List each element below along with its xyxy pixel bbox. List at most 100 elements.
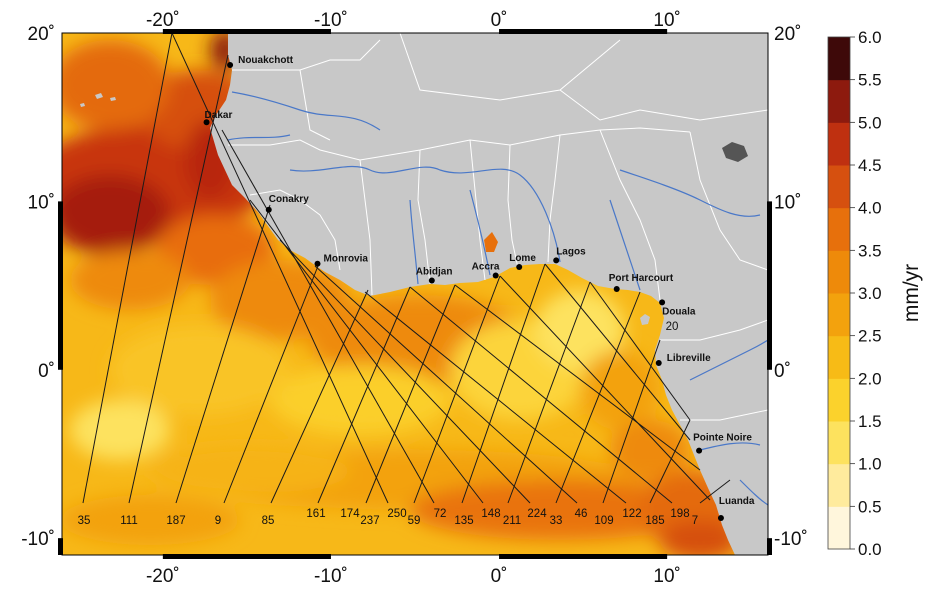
ascending-track	[365, 284, 456, 504]
descending-track	[279, 239, 531, 504]
africa-landmass	[210, 33, 768, 555]
colorbar-tick-label: 6.0	[858, 28, 882, 47]
descending-track	[499, 275, 711, 501]
lake-volta	[484, 232, 498, 252]
ocean-trend-pattern	[62, 33, 740, 555]
city-label: Lagos	[556, 246, 586, 257]
colorbar-tick-label: 3.5	[858, 241, 882, 260]
city-marker	[203, 119, 210, 126]
track-number: 33	[550, 515, 563, 527]
city-label: Accra	[472, 261, 500, 272]
city-label: Port Harcourt	[609, 273, 674, 284]
colorbar-tick-label: 1.5	[858, 412, 882, 431]
city-label: Douala	[662, 306, 696, 317]
city-marker	[655, 360, 662, 367]
frame-bar-left-1	[58, 538, 63, 555]
ascending-track	[82, 33, 173, 504]
coordinate-labels: -20˚-20˚-10˚-10˚0˚0˚10˚10˚20˚20˚10˚10˚0˚…	[21, 10, 808, 587]
city-marker	[613, 285, 620, 292]
frame-bar-bottom-1	[499, 554, 668, 559]
bioko-island	[640, 314, 650, 325]
lat-label-left: 0˚	[38, 361, 55, 382]
colorbar-tick-label: 5.0	[858, 113, 882, 132]
track-number: 185	[645, 515, 664, 527]
descending-track	[589, 281, 691, 421]
track-number: 237	[360, 515, 379, 527]
descending-track	[221, 129, 435, 504]
lon-label-top: 0˚	[491, 10, 508, 31]
colorbar-tick-label: 5.5	[858, 71, 882, 90]
track-number: 187	[166, 515, 185, 527]
track-number: 122	[622, 508, 641, 520]
colorbar-unit-label: mm/yr	[900, 264, 923, 322]
canary-islands	[80, 93, 116, 107]
track-number: 46	[575, 508, 588, 520]
colorbar-tick-label: 1.0	[858, 455, 882, 474]
city-marker	[265, 206, 272, 213]
lat-label-right: 20˚	[774, 24, 801, 45]
colorbar-swatch	[828, 122, 850, 166]
city-marker	[717, 514, 724, 521]
ascending-track	[602, 339, 661, 504]
ascending-track	[413, 275, 501, 504]
colorbar-swatch	[828, 335, 850, 379]
colorbar-swatch	[828, 506, 850, 550]
city-marker	[553, 257, 560, 264]
ascending-track	[555, 291, 641, 504]
colorbar-swatch	[828, 37, 850, 81]
ascending-track	[270, 289, 369, 504]
descending-track	[171, 33, 389, 504]
track-number: 109	[594, 515, 613, 527]
ascending-track	[507, 281, 591, 504]
frame-bar-right-0	[767, 201, 772, 370]
ascending-track	[128, 54, 229, 504]
colorbar-swatch	[828, 378, 850, 422]
lat-label-left: 20˚	[28, 24, 55, 45]
city-label: Conakry	[269, 194, 309, 205]
descending-track	[364, 291, 627, 504]
track-number: 148	[481, 508, 500, 520]
track-number: 35	[78, 515, 91, 527]
ascending-track	[223, 265, 319, 504]
city-label: Lome	[509, 253, 536, 264]
colorbar-swatch	[828, 293, 850, 337]
ascending-track	[649, 419, 691, 504]
frame-bar-bottom-0	[162, 554, 331, 559]
lat-label-right: -10˚	[774, 529, 808, 550]
track-number: 85	[262, 515, 275, 527]
track-number: 198	[670, 508, 689, 520]
track-number: 59	[408, 515, 421, 527]
ascending-track	[461, 263, 546, 504]
colorbar: 0.00.51.01.52.02.53.03.54.04.55.05.56.0 …	[827, 28, 923, 559]
colorbar-tick-label: 4.5	[858, 156, 882, 175]
ascending-track	[699, 479, 731, 504]
rivers	[227, 91, 768, 506]
city-label: Libreville	[667, 353, 711, 364]
track-number: 9	[215, 515, 221, 527]
lat-label-left: -10˚	[21, 529, 55, 550]
city-label: Abidjan	[416, 267, 453, 278]
colorbar-swatch	[828, 165, 850, 209]
colorbar-tick-label: 0.5	[858, 497, 882, 516]
track-number: 72	[434, 508, 447, 520]
lon-label-bottom: 0˚	[491, 566, 508, 587]
city-marker	[516, 264, 523, 271]
descending-track	[314, 265, 578, 504]
city-label: Nouakchott	[238, 55, 294, 66]
ascending-track	[317, 286, 411, 504]
track-number: 7	[692, 515, 698, 527]
lon-label-top: -20˚	[146, 10, 180, 31]
city-label: Luanda	[719, 496, 755, 507]
lon-label-bottom: 10˚	[653, 566, 680, 587]
descending-track	[454, 284, 701, 471]
colorbar-swatch	[828, 79, 850, 123]
lat-label-left: 10˚	[28, 192, 55, 213]
city-marker	[696, 447, 703, 454]
coordinate-frame-bars	[58, 29, 772, 559]
track-number: 161	[306, 508, 325, 520]
city-marker	[428, 277, 435, 284]
